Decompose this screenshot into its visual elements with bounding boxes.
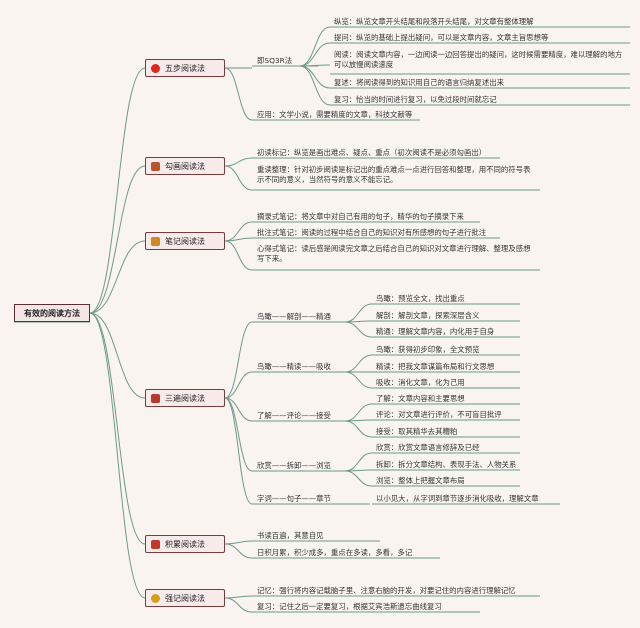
- connector-line: [344, 420, 373, 438]
- branch-node-qiangji[interactable]: 强记阅读法: [145, 589, 225, 607]
- leaf-text: 心得式笔记：读后感是阅读完文章之后结合自己的知识对文章进行理解、整理及感想写下来…: [257, 244, 531, 263]
- leaf-text: 接受：取其精华去其糟粕: [376, 427, 458, 436]
- leaf-text: 摘录式笔记：将文章中对自己有用的句子，精华的句子摘录下来: [257, 212, 464, 221]
- books-icon: [151, 393, 160, 403]
- leaf-text: 了解：文章内容和主要思想: [376, 394, 465, 403]
- leaf-text: 批注式笔记：阅读的过程中结合自己的知识对有所感想的句子进行批注: [257, 228, 487, 237]
- connector-line: [224, 397, 253, 422]
- connector-line: [224, 321, 253, 399]
- root-connector: [89, 240, 146, 314]
- branch-node-wubu[interactable]: 五步阅读法: [145, 59, 225, 77]
- connector-line: [224, 595, 253, 599]
- connector-line: [224, 237, 253, 242]
- branch-node-biji[interactable]: 笔记阅读法: [145, 232, 225, 250]
- leaf-text: 吸收：消化文章，化为己用: [376, 378, 465, 387]
- leaf-text: 记忆：强行将内容记载脑子里、注意右脑的开发，对要记住的内容进行理解记忆: [257, 586, 516, 595]
- leaf-text: 初读标记：纵览是画出难点、疑点、重点（初次阅读不是必须勾画出）: [257, 148, 487, 157]
- leaf-text: 日积月累，积少成多，重点在多读，多看，多记: [257, 548, 413, 557]
- connector-line: [224, 597, 253, 613]
- connector-line: [224, 540, 253, 545]
- sub-topic: 即SQ3R法: [257, 56, 293, 65]
- leaf-text: 以小见大，从字词到章节逐步消化吸收，理解文章: [376, 494, 539, 503]
- connector-line: [299, 26, 331, 67]
- branch-label: 积累阅读法: [165, 539, 205, 549]
- connector-line: [224, 543, 253, 559]
- connector-line: [344, 371, 373, 389]
- leaf-text: 应用：文学小说，需要精度的文章，科技文献等: [257, 110, 413, 119]
- leaf-text: 评论：对文章进行评价，不可盲目批评: [376, 410, 502, 419]
- root-connector: [89, 312, 146, 599]
- branch-node-sanbian[interactable]: 三遍阅读法: [145, 389, 225, 407]
- branch-label: 强记阅读法: [165, 593, 205, 603]
- root-connector: [89, 312, 146, 545]
- leaf-text: 纵览：纵览文章开头结尾和段落开头结尾，对文章有整体理解: [334, 17, 534, 26]
- leaf-text: 提问：纵览的基础上提出疑问，可以是文章内容，文章主旨思想等: [334, 33, 549, 42]
- group-label: 字词——句子——章节: [257, 494, 331, 503]
- leaf-text: 鸟瞰：获得初步印象，全文预览: [376, 345, 480, 354]
- group-label: 鸟瞰——解剖——精通: [257, 312, 331, 321]
- stack-icon: [151, 539, 160, 549]
- leaf-text: 复习：恰当的时间进行复习，以免过段时间就忘记: [334, 95, 497, 104]
- leaf-text: 精通：理解文章内容，内化用于自身: [376, 327, 495, 336]
- connector-line: [224, 397, 253, 472]
- connector-line: [344, 470, 373, 487]
- leaf-text: 解剖：解剖文章，探索深层含义: [376, 311, 480, 320]
- leaf-text: 精读：把我文章谋篇布局和行文思想: [376, 362, 495, 371]
- root-connector: [89, 312, 146, 399]
- connector-line: [224, 397, 253, 505]
- leaf-text: 拆卸：拆分文章结构、表现手法、人物关系: [376, 460, 517, 469]
- connector-line: [344, 403, 373, 422]
- connector-line: [299, 42, 331, 67]
- brain-icon: [151, 593, 160, 603]
- leaf-text: 欣赏：欣赏文章语言修辞及已经: [376, 443, 480, 452]
- root-connector: [89, 67, 146, 314]
- leaf-text: 复习：记住之后一定要复习，根据艾宾浩斯遗忘曲线复习: [257, 602, 442, 611]
- leaf-text: 阅读：阅读文章内容，一边阅读一边回答提出的疑问，这时候需要精度，难以理解的地方可…: [334, 50, 623, 69]
- red-flower-icon: [151, 63, 160, 73]
- group-label: 鸟瞰——精读——吸收: [257, 362, 331, 371]
- connector-line: [344, 452, 373, 472]
- group-label: 了解——评论——接受: [257, 411, 331, 420]
- branch-label: 笔记阅读法: [165, 236, 205, 246]
- connector-line: [224, 165, 253, 191]
- connector-line: [299, 65, 331, 106]
- connector-line: [344, 321, 373, 338]
- branch-label: 五步阅读法: [165, 63, 205, 73]
- pen-icon: [151, 161, 160, 171]
- notebook-icon: [151, 236, 160, 246]
- leaf-text: 复述：将阅读得到的知识用自己的语言归纳复述出来: [334, 78, 504, 87]
- connector-line: [344, 354, 373, 373]
- leaf-text: 书读百遍，其意自见: [257, 531, 324, 540]
- leaf-text: 浏览：整体上把握文章布局: [376, 476, 465, 485]
- branch-node-gouhua[interactable]: 勾画阅读法: [145, 157, 225, 175]
- connector-line: [224, 371, 253, 399]
- leaf-text: 重读整理：针对初步阅读是标记出的重点难点一点进行回答和整理，用不同的符号表示不同…: [257, 165, 531, 184]
- connector-line: [224, 240, 253, 271]
- leaf-text: 鸟瞰：预览全文，找出重点: [376, 294, 465, 303]
- connector-line: [344, 303, 373, 323]
- branch-node-jilei[interactable]: 积累阅读法: [145, 535, 225, 553]
- group-label: 欣赏——拆卸——浏览: [257, 461, 331, 470]
- branch-label: 勾画阅读法: [165, 161, 205, 171]
- root-node[interactable]: 有效的阅读方法: [14, 304, 90, 322]
- connector-line: [224, 157, 253, 167]
- branch-label: 三遍阅读法: [165, 393, 205, 403]
- connector-line: [224, 67, 253, 121]
- root-connector: [89, 165, 146, 314]
